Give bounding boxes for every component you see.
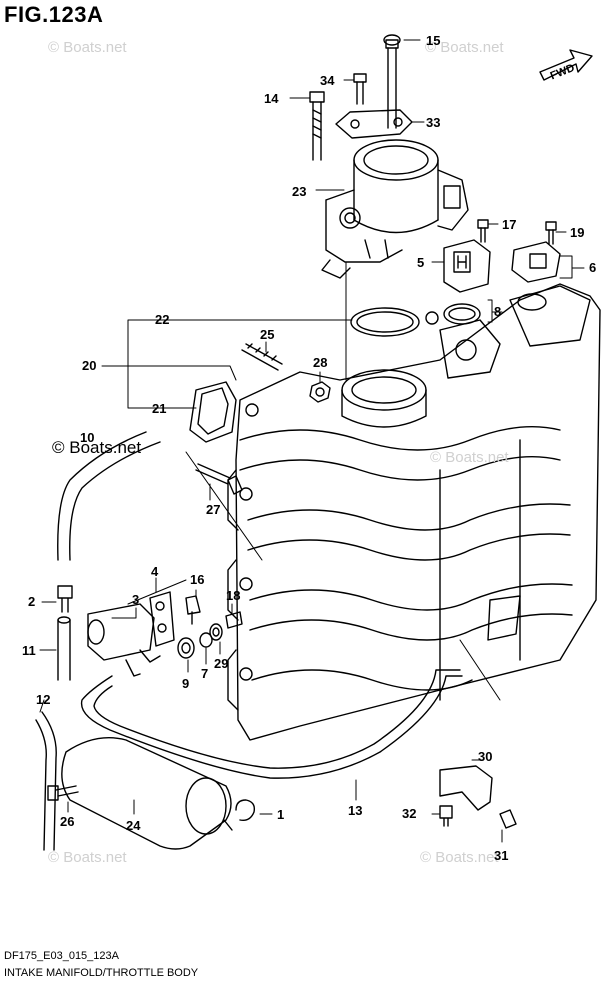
flange-gasket-21 xyxy=(189,381,237,443)
bolt-34 xyxy=(353,73,367,105)
callout-2: 2 xyxy=(28,594,35,609)
bolt-32 xyxy=(439,805,453,827)
joint-2 xyxy=(57,585,73,613)
callout-27: 27 xyxy=(206,502,220,517)
grommet-9 xyxy=(177,637,195,659)
callout-15: 15 xyxy=(426,33,440,48)
callout-34: 34 xyxy=(320,73,335,88)
fwd-label: FWD xyxy=(549,62,577,83)
figure-code: DF175_E03_015_123A xyxy=(4,950,119,962)
sensor-6 xyxy=(511,241,561,283)
hose-13 xyxy=(80,669,463,779)
callout-17: 17 xyxy=(502,217,516,232)
callout-18: 18 xyxy=(226,588,240,603)
throttle-body-23 xyxy=(321,139,469,279)
figure-title: FIG.123A xyxy=(4,2,104,27)
callout-32: 32 xyxy=(402,806,416,821)
bolt-18 xyxy=(225,611,243,629)
screw-17 xyxy=(477,219,489,243)
callout-9: 9 xyxy=(182,676,189,691)
callout-28: 28 xyxy=(313,355,327,370)
leader-lines xyxy=(39,39,585,843)
watermark-light: © Boats.net xyxy=(420,849,499,866)
callout-13: 13 xyxy=(348,803,362,818)
callout-5: 5 xyxy=(417,255,424,270)
callout-3: 3 xyxy=(132,592,139,607)
bracket-33 xyxy=(335,109,413,139)
callout-11: 11 xyxy=(22,643,36,658)
figure-caption: INTAKE MANIFOLD/THROTTLE BODY xyxy=(4,967,199,979)
callout-14: 14 xyxy=(264,91,279,106)
sensor-5 xyxy=(443,239,491,293)
callout-4: 4 xyxy=(151,564,159,579)
callout-6: 6 xyxy=(589,260,596,275)
callout-30: 30 xyxy=(478,749,492,764)
watermark-light: © Boats.net xyxy=(48,39,127,56)
callout-10: 10 xyxy=(80,430,94,445)
callout-29: 29 xyxy=(214,656,228,671)
screw-19 xyxy=(545,221,557,245)
callout-24: 24 xyxy=(126,818,141,833)
bracket-30 xyxy=(439,765,493,811)
bolt-27 xyxy=(195,463,243,495)
callout-7: 7 xyxy=(201,666,208,681)
clamp-31 xyxy=(499,809,517,829)
callout-20: 20 xyxy=(82,358,96,373)
callout-22: 22 xyxy=(155,312,169,327)
callout-31: 31 xyxy=(494,848,508,863)
gasket-22 xyxy=(350,307,439,337)
callout-12: 12 xyxy=(36,692,50,707)
callout-21: 21 xyxy=(152,401,166,416)
callout-25: 25 xyxy=(260,327,274,342)
callout-16: 16 xyxy=(190,572,204,587)
collar-7 xyxy=(199,632,213,648)
watermark-light: © Boats.net xyxy=(425,39,504,56)
intake-manifold xyxy=(227,283,601,741)
hose-12 xyxy=(35,711,57,851)
washer-29 xyxy=(209,623,223,641)
hose-11 xyxy=(57,616,71,681)
callout-1: 1 xyxy=(277,807,284,822)
bolt-14 xyxy=(309,91,325,161)
watermarks-light: © Boats.net © Boats.net © Boats.net © Bo… xyxy=(48,39,509,866)
watermark-dark: © Boats.net xyxy=(52,438,142,457)
nut-28 xyxy=(309,381,331,403)
fwd-arrow-icon xyxy=(539,49,593,81)
watermark-light: © Boats.net xyxy=(430,449,509,466)
hose-10 xyxy=(57,431,161,561)
callout-8: 8 xyxy=(494,304,501,319)
valve-3 xyxy=(87,603,161,677)
bolt-15 xyxy=(383,34,401,129)
canister-24 xyxy=(61,737,233,850)
bolt-16 xyxy=(185,595,201,625)
bracket-4 xyxy=(149,591,175,647)
bolt-26 xyxy=(47,785,79,801)
callout-23: 23 xyxy=(292,184,306,199)
callout-33: 33 xyxy=(426,115,440,130)
stud-25 xyxy=(241,343,283,371)
callout-26: 26 xyxy=(60,814,74,829)
clip-1 xyxy=(235,799,256,822)
watermark-light: © Boats.net xyxy=(48,849,127,866)
callout-19: 19 xyxy=(570,225,584,240)
